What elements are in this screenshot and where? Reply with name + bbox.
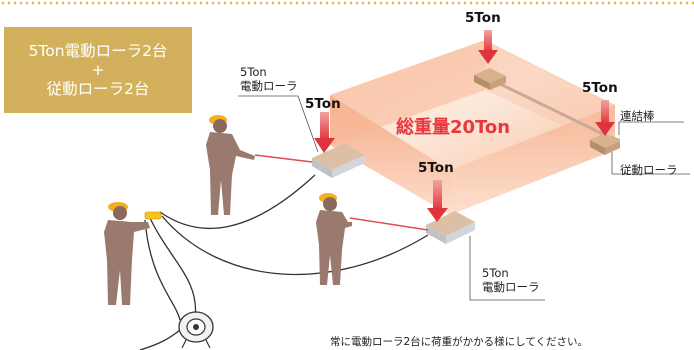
- total-weight-label: 総重量20Ton: [396, 117, 511, 138]
- load-label-front: 5Ton: [418, 160, 454, 176]
- label-powered-roller-front: 5Ton 電動ローラ: [482, 266, 540, 294]
- label-line: 5Ton: [482, 266, 509, 280]
- roller-front-powered: [426, 211, 475, 244]
- leader-front-roller: [469, 236, 545, 301]
- label-line: 5Ton: [240, 65, 267, 79]
- arrow-top: [478, 30, 498, 64]
- control-cable-c: [149, 217, 197, 319]
- arrow-front: [427, 180, 448, 222]
- load-label-top: 5Ton: [465, 10, 501, 26]
- pendant-cable-1: [254, 154, 313, 163]
- worker-middle: [316, 193, 352, 285]
- cable-reel: [178, 311, 214, 349]
- label-line: 電動ローラ: [482, 280, 540, 294]
- load-label-left: 5Ton: [305, 96, 341, 112]
- summary-plus: +: [91, 60, 105, 79]
- label-connecting-rod: 連結棒: [620, 109, 655, 123]
- load-box-right-face: [450, 105, 615, 215]
- arrow-left: [314, 112, 335, 153]
- leader-driven: [611, 152, 690, 175]
- control-cable-a: [159, 174, 316, 230]
- label-powered-roller-left: 5Ton 電動ローラ: [240, 65, 298, 93]
- summary-line-1: 5Ton電動ローラ2台: [28, 41, 168, 60]
- label-driven-roller: 従動ローラ: [620, 163, 678, 177]
- summary-line-2: 従動ローラ2台: [46, 79, 150, 98]
- leader-rod: [618, 121, 684, 135]
- load-label-right: 5Ton: [582, 80, 618, 96]
- connecting-rod: [491, 78, 606, 137]
- dotted-top-border: [0, 0, 694, 6]
- roller-left-powered: [312, 143, 365, 178]
- footer-note: 常に電動ローラ2台に荷重がかかる様にしてください。: [330, 336, 589, 348]
- control-cable-d: [144, 219, 181, 321]
- summary-title-box: 5Ton電動ローラ2台 + 従動ローラ2台: [4, 27, 192, 113]
- pendant-cable-2: [349, 217, 429, 231]
- worker-left: [104, 202, 162, 305]
- arrow-right: [595, 100, 615, 136]
- control-cable-b: [161, 215, 429, 276]
- leader-left-roller: [238, 95, 319, 153]
- label-line: 電動ローラ: [240, 79, 298, 93]
- worker-top: [206, 115, 255, 215]
- roller-top: [474, 68, 506, 90]
- roller-right-driven: [590, 133, 620, 155]
